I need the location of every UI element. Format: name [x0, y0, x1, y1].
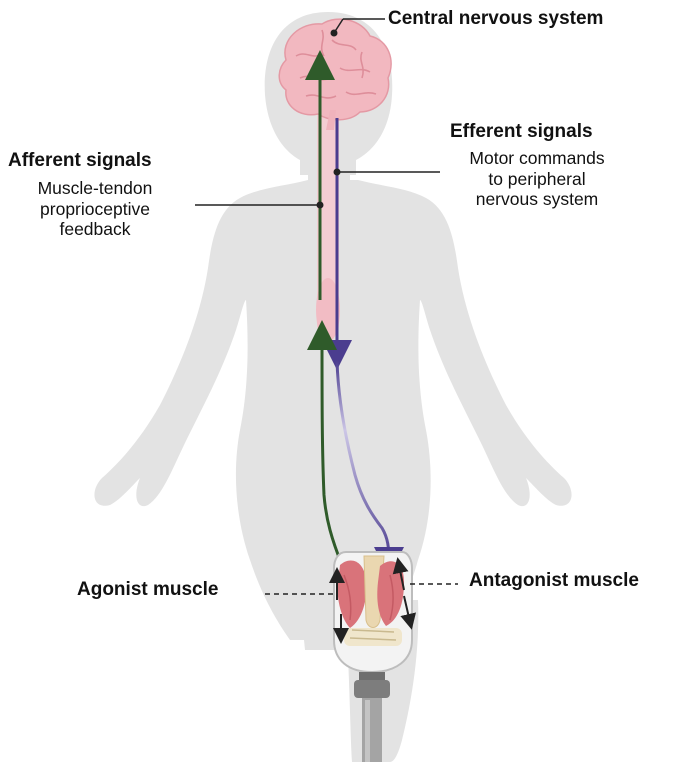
brain-icon [278, 18, 392, 130]
muscle-arrows [329, 557, 416, 644]
efferent-desc-line: to peripheral [488, 168, 586, 189]
efferent-desc-line: nervous system [475, 189, 599, 210]
leader-lines [195, 18, 458, 595]
antagonist-muscle-label: Antagonist muscle [469, 570, 639, 591]
afferent-pathway [305, 50, 344, 566]
efferent-desc-line: Motor commands [469, 148, 605, 168]
afferent-description: Muscle-tendon proprioceptive feedback [20, 178, 170, 240]
agonist-muscle-label: Agonist muscle [77, 579, 219, 600]
efferent-title: Efferent signals [450, 121, 593, 142]
afferent-desc-line: feedback [59, 219, 131, 240]
central-nervous-system-label: Central nervous system [388, 8, 604, 29]
efferent-pathway [322, 118, 404, 577]
afferent-desc-line: proprioceptive [40, 198, 150, 219]
prosthetic-pylon [354, 672, 390, 762]
afferent-title: Afferent signals [8, 150, 152, 171]
antagonist-muscle-shape [377, 561, 404, 626]
efferent-description: Motor commands to peripheral nervous sys… [442, 148, 632, 210]
afferent-desc-line: Muscle-tendon [37, 178, 153, 198]
